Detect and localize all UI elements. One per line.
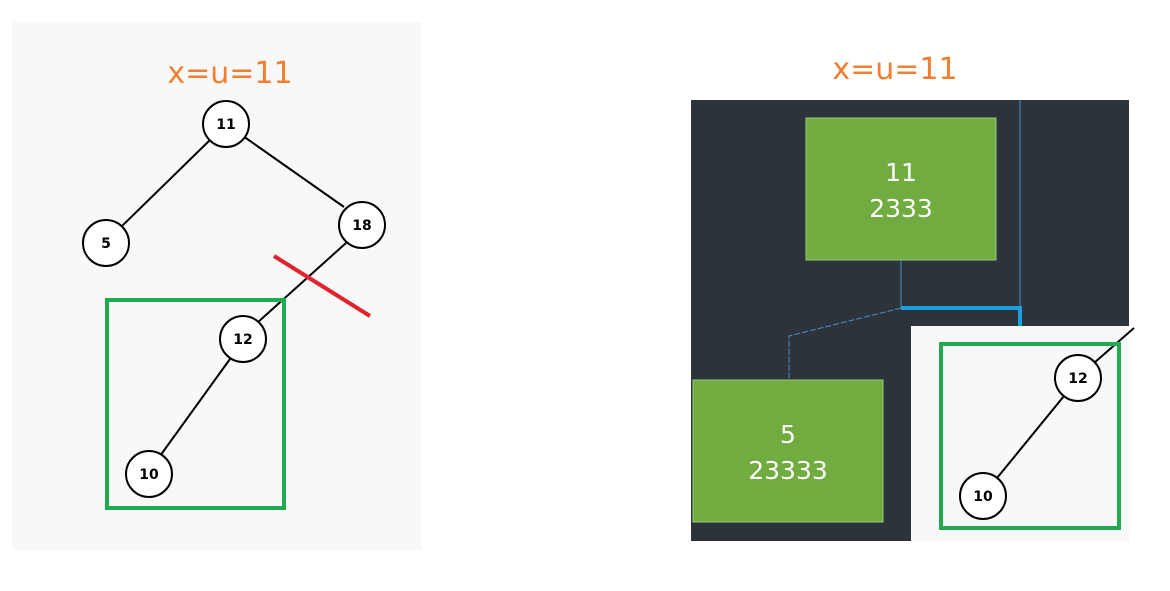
box-node-11-line2: 2333 xyxy=(869,194,933,223)
edge-18-12 xyxy=(256,242,347,324)
tree-node-11: 11 xyxy=(202,100,250,148)
svg-text:18: 18 xyxy=(352,218,371,234)
snippet-node-12: 12 xyxy=(1054,354,1102,402)
svg-text:10: 10 xyxy=(973,489,993,505)
tree-node-10: 10 xyxy=(125,450,173,498)
svg-text:11: 11 xyxy=(216,117,235,133)
snippet-node-10: 10 xyxy=(959,472,1007,520)
right-caption: x=u=11 xyxy=(832,52,957,87)
subtree-highlight-box xyxy=(105,298,286,510)
edge-12-10 xyxy=(159,358,231,457)
left-panel-background xyxy=(12,22,421,550)
svg-text:12: 12 xyxy=(1068,371,1087,387)
left-panel: x=u=11 11 5 18 12 10 xyxy=(12,22,421,550)
svg-text:5: 5 xyxy=(101,236,111,252)
link-to-box5 xyxy=(788,307,902,380)
svg-text:12: 12 xyxy=(233,332,252,348)
tree-node-12: 12 xyxy=(219,315,267,363)
tree-node-18: 18 xyxy=(338,201,386,249)
subtree-snippet-background xyxy=(911,326,1129,541)
edge-11-5 xyxy=(121,139,211,227)
cut-mark xyxy=(272,254,372,318)
tree-node-5: 5 xyxy=(82,219,130,267)
snippet-highlight-box xyxy=(939,342,1121,530)
box-node-11-line1: 11 xyxy=(885,158,917,187)
left-caption: x=u=11 xyxy=(167,56,292,91)
subtree-snippet: 12 10 xyxy=(911,326,1135,541)
box-node-5-line1: 5 xyxy=(780,420,796,449)
box-node-11: 11 2333 xyxy=(805,117,997,261)
svg-text:10: 10 xyxy=(139,467,159,483)
snippet-edge-12-10 xyxy=(996,395,1065,479)
box-node-5-line2: 23333 xyxy=(748,456,828,485)
right-panel: x=u=11 11 2333 5 23333 12 xyxy=(691,52,1135,541)
box-node-5: 5 23333 xyxy=(692,379,884,523)
edge-11-18 xyxy=(242,135,345,208)
